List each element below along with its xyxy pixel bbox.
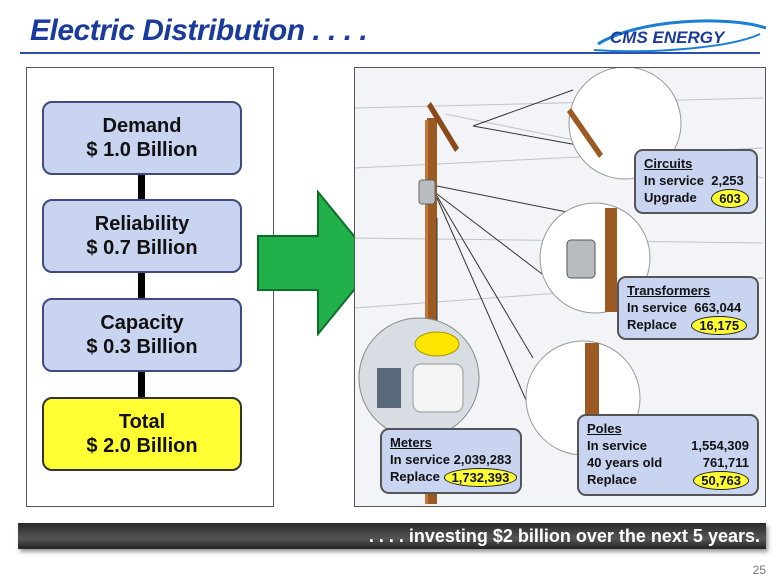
- transformers-replace-label: Replace: [627, 317, 677, 332]
- poles-replace-label: Replace: [587, 472, 637, 487]
- poles-in-service-label: In service: [587, 438, 647, 453]
- circuits-title: Circuits: [644, 156, 693, 171]
- demand-box: Demand $ 1.0 Billion: [42, 101, 242, 175]
- reliability-box: Reliability $ 0.7 Billion: [42, 199, 242, 273]
- circuits-callout: Circuits In service 2,253 Upgrade 603: [634, 149, 758, 214]
- page-title: Electric Distribution . . . .: [30, 14, 368, 47]
- meters-in-service-value: 2,039,283: [453, 452, 512, 467]
- cms-energy-logo: CMS ENERGY: [593, 19, 767, 53]
- meters-replace-label: Replace: [390, 469, 440, 484]
- footer-banner-text: . . . . investing $2 billion over the ne…: [368, 526, 760, 546]
- reliability-label: Reliability: [94, 213, 190, 235]
- total-box: Total $ 2.0 Billion: [42, 397, 242, 471]
- connector: [138, 371, 145, 399]
- capacity-value: $ 0.3 Billion: [86, 336, 198, 358]
- poles-callout: Poles In service 1,554,309 40 years old 76…: [577, 414, 759, 496]
- meters-callout: Meters In service 2,039,283 Replace 1,73…: [380, 428, 522, 494]
- transformers-title: Transformers: [627, 283, 711, 298]
- poles-old-value: 761,711: [702, 455, 749, 470]
- poles-in-service-value: 1,554,309: [691, 438, 749, 453]
- meters-replace-value: 1,732,393: [443, 468, 518, 487]
- poles-old-label: 40 years old: [587, 455, 663, 470]
- transformers-in-service-value: 663,044: [694, 300, 742, 315]
- utility-pole-illustration: [355, 68, 763, 504]
- connector: [138, 272, 145, 300]
- circuits-upgrade-label: Upgrade: [644, 190, 697, 205]
- meters-title: Meters: [390, 435, 432, 450]
- poles-title: Poles: [587, 421, 622, 436]
- transformers-in-service-label: In service: [627, 300, 687, 315]
- total-value: $ 2.0 Billion: [86, 435, 198, 457]
- demand-value: $ 1.0 Billion: [86, 139, 198, 161]
- demand-label: Demand: [102, 115, 182, 137]
- page-number: 25: [752, 563, 766, 577]
- connector: [138, 175, 145, 201]
- logo-text: CMS ENERGY: [610, 28, 726, 47]
- circuits-in-service-value: 2,253: [711, 173, 744, 188]
- capacity-label: Capacity: [100, 312, 184, 334]
- title-underline: [20, 52, 760, 54]
- transformers-replace-value: 16,175: [691, 316, 748, 335]
- transformers-callout: Transformers In service 663,044 Replace …: [617, 276, 759, 340]
- right-arrow-icon: [257, 190, 378, 336]
- meters-in-service-label: In service: [390, 452, 450, 467]
- circuits-in-service-label: In service: [644, 173, 704, 188]
- capacity-box: Capacity $ 0.3 Billion: [42, 298, 242, 372]
- reliability-value: $ 0.7 Billion: [86, 237, 198, 259]
- footer-banner: . . . . investing $2 billion over the ne…: [18, 523, 766, 549]
- poles-replace-value: 50,763: [693, 471, 749, 490]
- circuits-upgrade-value: 603: [711, 189, 749, 208]
- total-label: Total: [118, 411, 166, 433]
